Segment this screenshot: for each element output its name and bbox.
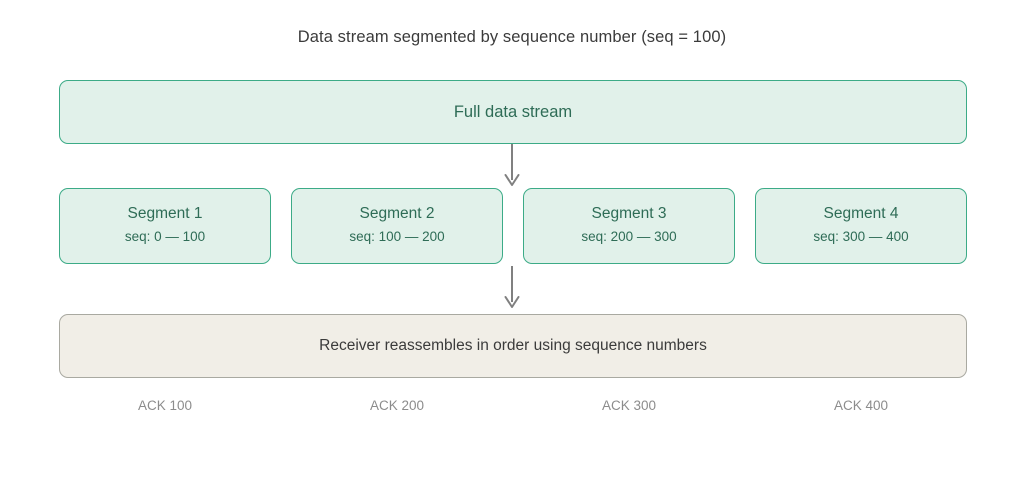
segment-title: Segment 1 (127, 205, 203, 223)
segment-box-4[interactable]: Segment 4 seq: 300 — 400 (755, 188, 967, 264)
segment-seq-range: seq: 300 — 400 (813, 229, 909, 245)
ack-label-3: ACK 300 (601, 398, 657, 413)
full-data-stream-box: Full data stream (59, 80, 967, 144)
segments-row: Segment 1 seq: 0 — 100 Segment 2 seq: 10… (59, 188, 967, 264)
ack-label-4: ACK 400 (833, 398, 889, 413)
segment-box-3[interactable]: Segment 3 seq: 200 — 300 (523, 188, 735, 264)
segment-title: Segment 3 (591, 205, 667, 223)
segment-seq-range: seq: 100 — 200 (349, 229, 445, 245)
receiver-label: Receiver reassembles in order using sequ… (319, 337, 707, 354)
segment-title: Segment 4 (823, 205, 899, 223)
segment-box-2[interactable]: Segment 2 seq: 100 — 200 (291, 188, 503, 264)
segment-seq-range: seq: 0 — 100 (124, 229, 206, 245)
receiver-box: Receiver reassembles in order using sequ… (59, 314, 967, 378)
segment-seq-range: seq: 200 — 300 (581, 229, 677, 245)
ack-label-1: ACK 100 (137, 398, 193, 413)
ack-row: ACK 100 ACK 200 ACK 300 ACK 400 (59, 398, 967, 420)
arrow-down-icon (502, 144, 522, 188)
ack-label-2: ACK 200 (369, 398, 425, 413)
page-title: Data stream segmented by sequence number… (297, 28, 727, 46)
arrow-down-icon (502, 266, 522, 310)
segment-box-1[interactable]: Segment 1 seq: 0 — 100 (59, 188, 271, 264)
full-data-stream-label: Full data stream (453, 102, 573, 121)
segment-title: Segment 2 (359, 205, 435, 223)
